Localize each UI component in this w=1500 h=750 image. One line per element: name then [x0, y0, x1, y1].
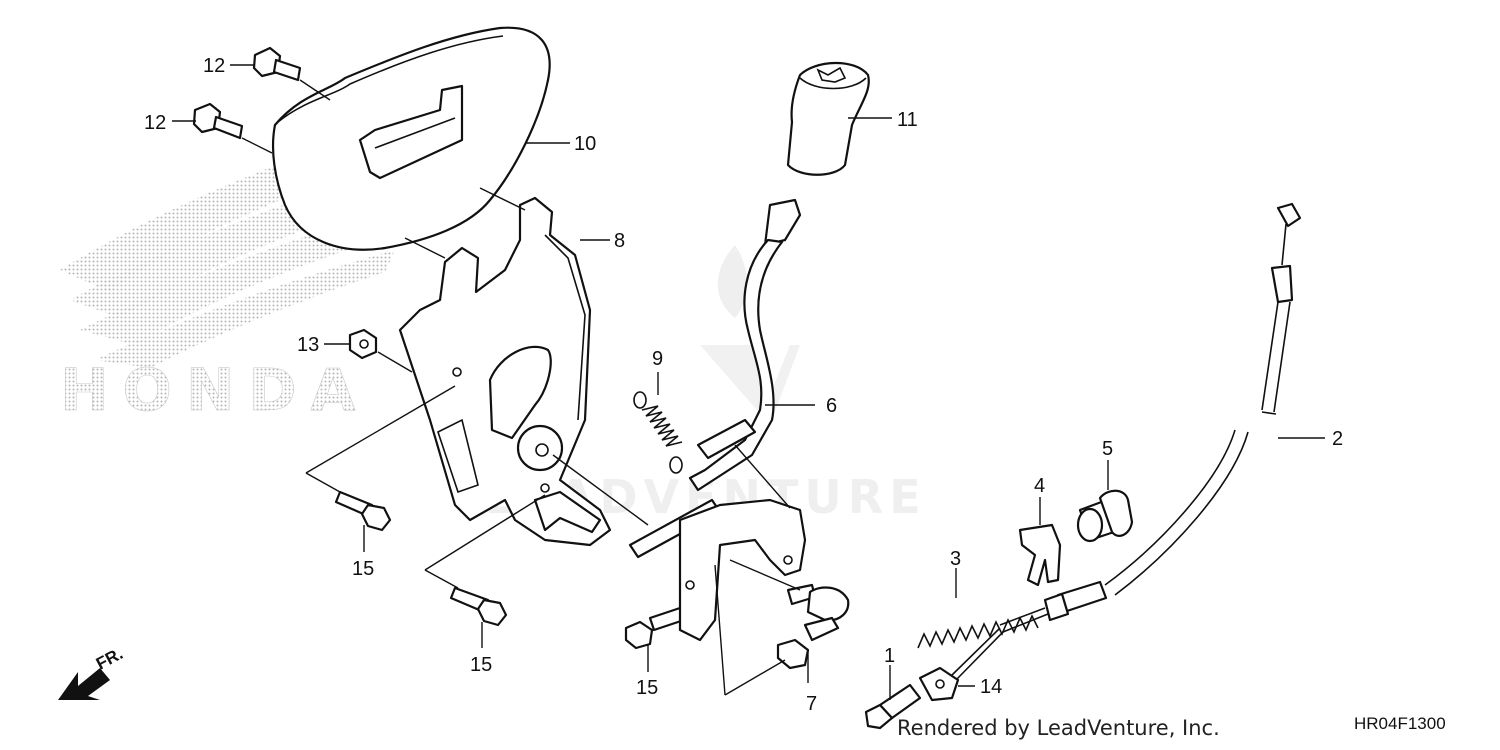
callout-6: 6: [826, 395, 837, 417]
callout-4: 4: [1034, 475, 1045, 497]
callout-2: 2: [1332, 428, 1343, 450]
callout-3: 3: [950, 548, 961, 570]
part-10-cover: [271, 26, 551, 251]
part-8-bracket: [398, 196, 612, 547]
callout-15-b: 15: [470, 654, 492, 676]
callout-7: 7: [806, 693, 817, 715]
part-15-bolt-b: [449, 586, 508, 627]
callout-15-c: 15: [636, 677, 658, 699]
part-13-nut: [348, 328, 378, 360]
part-15-bolt-a: [334, 490, 392, 532]
callout-9: 9: [652, 348, 663, 370]
part-14-collar: [918, 666, 960, 702]
part-1-pin: [864, 683, 922, 730]
front-direction-arrow: FR.: [58, 644, 126, 700]
part-12-bolt-lower: [192, 102, 244, 140]
honda-watermark-text: HONDA: [60, 356, 369, 424]
part-7-rod-end: [776, 583, 850, 670]
callout-12-lower: 12: [144, 112, 166, 134]
part-15-bolt-c: [624, 606, 686, 650]
callout-14: 14: [980, 676, 1002, 698]
callout-8: 8: [614, 230, 625, 252]
callout-1: 1: [884, 645, 895, 667]
honda-wordmark-watermark: HONDA: [60, 356, 369, 425]
part-11-knob: [786, 61, 870, 176]
callout-13: 13: [297, 334, 319, 356]
part-9-spring: [633, 391, 683, 474]
part-3-spring: [917, 614, 1039, 649]
part-2-cable: [951, 202, 1302, 681]
part-4-clip: [1018, 523, 1062, 587]
callout-15-a: 15: [352, 558, 374, 580]
callout-5: 5: [1102, 438, 1113, 460]
part-5-grommet: [1076, 489, 1134, 543]
callouts: 1 2 3 4 5 6 7 8 9 10 11 12 12 13 14 15 1…: [144, 55, 1343, 715]
credit-text: Rendered by LeadVenture, Inc.: [897, 716, 1220, 740]
front-label: FR.: [93, 644, 126, 674]
callout-10: 10: [574, 133, 596, 155]
drawing-code: HR04F1300: [1354, 714, 1446, 733]
part-6-lever: [628, 198, 807, 642]
callout-12-upper: 12: [203, 55, 225, 77]
leader-lines: [172, 64, 1325, 700]
part-12-bolt-upper: [252, 46, 302, 82]
callout-11: 11: [897, 109, 918, 131]
